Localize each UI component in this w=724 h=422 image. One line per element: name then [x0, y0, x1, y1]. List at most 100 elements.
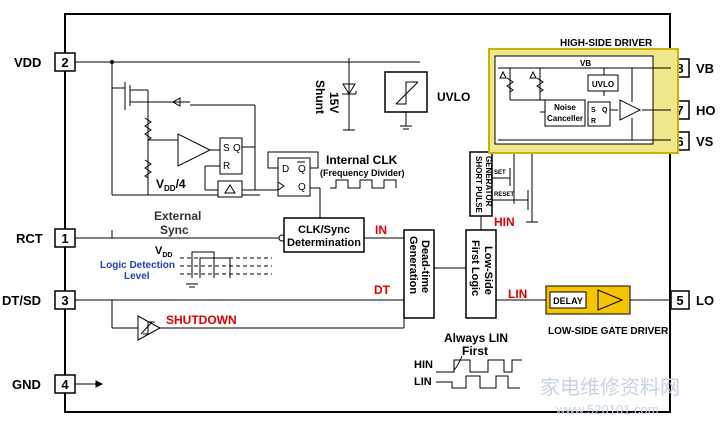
pin-vs-number: 6	[676, 134, 683, 149]
timing-lin-wave	[436, 375, 520, 389]
timing-annotation-arrow	[453, 355, 463, 371]
vdd-div-label: VDD/4	[156, 177, 186, 193]
pin-ho-name: HO	[696, 103, 716, 118]
vdd-node-dot	[110, 60, 114, 64]
short-pulse-label-1: SHORT PULSE	[474, 156, 483, 214]
hs-internal-wiring	[498, 67, 670, 141]
noise-label-2: Canceller	[547, 114, 583, 123]
sr-flipflop-1: S Q R	[219, 137, 243, 175]
pin-vb-number: 8	[676, 61, 683, 76]
ls-buffer-icon	[597, 289, 624, 311]
external-sync-label-2: Sync	[160, 223, 189, 237]
pin-vdd: 2 VDD	[14, 52, 76, 72]
ff1-r-label: R	[223, 161, 230, 172]
hs-uvlo-block: UVLO	[587, 74, 619, 92]
vdd-logic-label: VDD	[155, 245, 172, 259]
hs-sr-q: Q	[602, 107, 608, 114]
clk-sync-label-2: Determination	[287, 237, 361, 249]
delay-label: DELAY	[553, 296, 583, 306]
ff1-q-label: Q	[233, 143, 241, 154]
lowside-label-1: Low-Side	[482, 246, 494, 295]
dt-signal-label: DT	[374, 283, 391, 297]
timing-hin-wave	[436, 359, 522, 373]
hs-sr-latch: S Q R	[587, 101, 611, 127]
ff-wiring	[190, 104, 278, 191]
timing-lin-label: LIN	[414, 376, 432, 388]
dff-wiring	[267, 151, 321, 218]
shunt-label-15v: 15V	[327, 92, 341, 113]
uvlo-main-block: UVLO	[384, 71, 470, 130]
lowside-logic-block: Low-Side First Logic	[465, 229, 497, 319]
high-side-driver-label: HIGH-SIDE DRIVER	[560, 38, 653, 49]
d-flipflop: D Q Q	[277, 157, 311, 197]
pin-vs-name: VS	[696, 134, 714, 149]
pin-dtsd: 3 DT/SD	[2, 290, 76, 310]
pin-ho-number: 7	[676, 103, 683, 118]
ff1-s-label: S	[223, 143, 230, 154]
package-outline	[64, 13, 671, 413]
pin-dtsd-name: DT/SD	[2, 293, 41, 308]
vdd-rail	[75, 58, 420, 196]
in-signal-label: IN	[375, 223, 387, 237]
hs-zener-icons	[499, 70, 537, 79]
pin-dtsd-number: 3	[61, 293, 68, 308]
lin-signal-label: LIN	[508, 287, 527, 301]
logic-level-label-2: Level	[124, 271, 150, 282]
pin-lo-name: LO	[696, 293, 714, 308]
ff2-d-label: D	[282, 164, 289, 175]
pin-rct-number: 1	[61, 231, 68, 246]
deadtime-label-2: Generation	[407, 236, 419, 294]
ff2-q-label: Q	[298, 164, 306, 175]
clk-sync-block: CLK/Sync Determination	[283, 217, 365, 253]
short-pulse-label-2: GENERATOR	[484, 156, 493, 207]
short-pulse-block: SHORT PULSE GENERATOR	[469, 151, 493, 217]
clk-waveform-icon	[330, 179, 397, 189]
pin-rct: 1 RCT	[16, 228, 76, 248]
pin-rct-name: RCT	[16, 231, 43, 246]
clk-sync-label-1: CLK/Sync	[298, 224, 350, 236]
shutdown-label: SHUTDOWN	[166, 313, 237, 327]
logic-level-dashes	[180, 257, 272, 275]
pin-gnd-name: GND	[12, 377, 41, 392]
reset-label: RESET	[494, 192, 514, 198]
shunt-label: Shunt	[313, 80, 327, 114]
hs-driver-buffer-icon	[619, 99, 642, 121]
delay-box	[549, 291, 587, 309]
always-lin-label-1: Always LIN	[444, 331, 508, 345]
pin-lo: 5 LO	[670, 290, 714, 310]
uvlo-main-label: UVLO	[437, 90, 470, 104]
deadtime-label-1: Dead-time	[419, 240, 431, 293]
pin-gnd-number: 4	[61, 377, 69, 392]
internal-clk-label: Internal CLK	[326, 153, 398, 167]
logic-level-label-1: Logic Detection	[100, 260, 175, 271]
set-label: SET	[494, 170, 506, 176]
hin-signal-label: HIN	[494, 215, 515, 229]
always-lin-label-2: First	[462, 344, 488, 358]
comparator-icon	[148, 133, 220, 167]
ff2-qbar-label: Q	[298, 182, 306, 193]
timing-hin-label: HIN	[414, 359, 433, 371]
noise-canceller-block: Noise Canceller	[544, 99, 586, 127]
watermark-url: www.520101.com	[555, 402, 659, 417]
pin-gnd: 4 GND	[12, 374, 76, 394]
hs-uvlo-label: UVLO	[592, 80, 614, 89]
pin-vdd-number: 2	[61, 55, 68, 70]
pin-vb-name: VB	[696, 61, 714, 76]
pin-lo-number: 5	[676, 293, 683, 308]
logic-waveform-icon	[186, 251, 231, 288]
hs-to-pins	[653, 67, 671, 141]
watermark-cn: 家电维修资料网	[540, 376, 680, 399]
gnd-arrow	[75, 380, 104, 388]
buffer-icon	[217, 180, 243, 198]
external-sync-label-1: External	[154, 209, 201, 223]
low-side-driver-label: LOW-SIDE GATE DRIVER	[548, 326, 669, 337]
pin-vdd-name: VDD	[14, 55, 41, 70]
deadtime-block: Dead-time Generation	[403, 229, 435, 319]
hs-sr-s: S	[591, 107, 596, 114]
hs-vb-label: VB	[580, 59, 591, 68]
dtsd-line	[75, 299, 405, 341]
bias-diode-icon	[171, 97, 181, 107]
freq-divider-label: (Frequency Divider)	[320, 168, 405, 178]
hs-sr-r: R	[591, 118, 596, 125]
